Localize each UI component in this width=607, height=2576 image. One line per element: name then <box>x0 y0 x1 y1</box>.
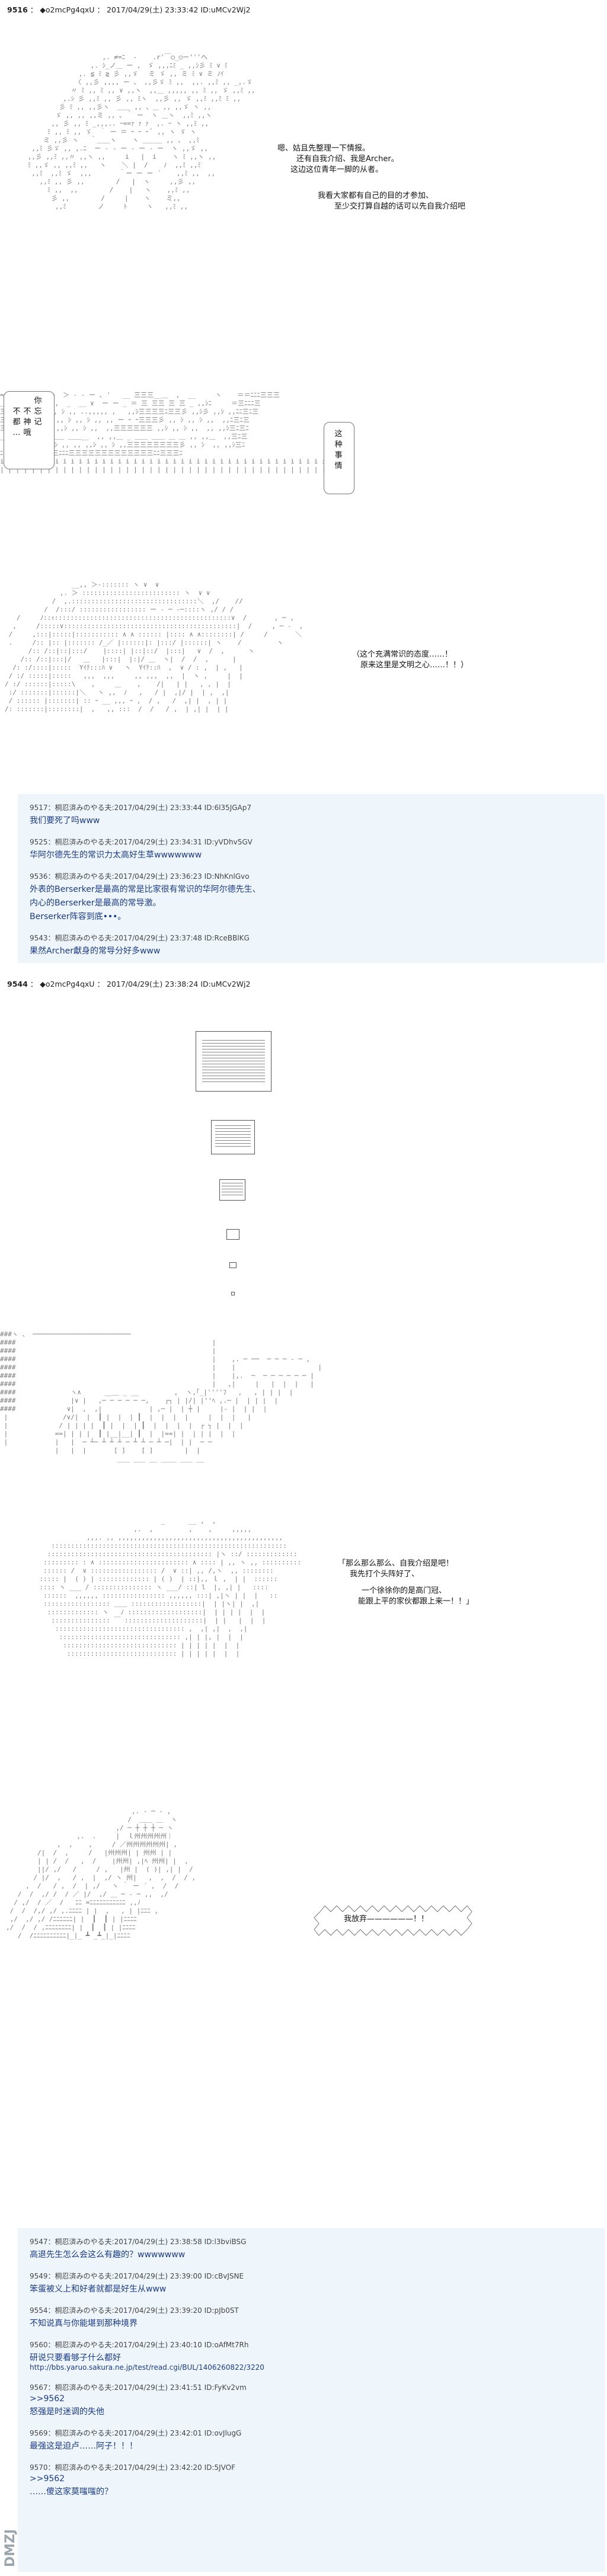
speech-archer-2: 我看大家都有自己的目的才参加、 至少交打算自越的话可以先自我介绍吧 <box>318 191 466 211</box>
zoom-frame-2 <box>211 1120 255 1154</box>
comment-9570: 9570：桐忍済みのやる夫:2017/04/29(土) 23:42:20 ID:… <box>30 2462 593 2497</box>
aa-panel-commonsense: __,, ＞‐::::::: ヽ ∨ ∨ ,. ＞ ::::::::::::::… <box>0 563 607 788</box>
site-watermark-logo: DMZJ <box>3 2529 39 2572</box>
aa-art-house: ###ヽ 、 ───────────────────────── #### | … <box>0 1330 322 1463</box>
zoom-frame-4 <box>226 1229 239 1240</box>
comments-block-a: 9517：桐忍済みのやる夫:2017/04/29(土) 23:33:44 ID:… <box>18 794 605 963</box>
post-number: 9544 <box>7 980 28 988</box>
aa-panel-group: ============== ＞ - ‐ ー ､ ' __ 三三三__＿ , _… <box>0 379 607 557</box>
vtext-left-2: 不 神 哦 <box>23 407 31 437</box>
comments-block-b: 9547：桐忍済みのやる夫:2017/04/29(土) 23:38:58 ID:… <box>18 2228 605 2572</box>
zoom-frame-5 <box>229 1262 237 1268</box>
zoom-frame-1 <box>196 1031 271 1092</box>
speech-box-right <box>324 422 354 494</box>
comment-9554: 9554：桐忍済みのやる夫:2017/04/29(土) 23:39:20 ID:… <box>30 2306 239 2328</box>
speech-archer-1: 嗯、姑且先整理一下情报。 还有自我介绍、我是Archer。 这边这位青年一脚的从… <box>277 144 399 174</box>
comment-9525: 9525：桐忍済みのやる夫:2017/04/29(土) 23:34:31 ID:… <box>30 838 253 860</box>
comment-9567: 9567：桐忍済みのやる夫:2017/04/29(土) 23:41:51 ID:… <box>30 2382 593 2417</box>
aa-panel-intro: _ __ , , ,. , , , ,,,,, ,,,. ,, ,,,,,,,,… <box>0 1517 607 1766</box>
comment-link[interactable]: http://bbs.yaruo.sakura.ne.jp/test/read.… <box>30 2363 264 2372</box>
post-id: ID:uMCv2Wj2 <box>200 980 251 988</box>
post-header-9544: 9544 ： ◆o2mcPg4qxU ： 2017/04/29(土) 23:38… <box>7 980 251 988</box>
vtext-left-3: 不 都 … <box>12 407 21 437</box>
speech-giveup: 我放弃——————！！ <box>344 1915 429 1924</box>
zoom-frame-6 <box>231 1292 235 1295</box>
aa-art-intro: _ __ , , ,. , , , ,,,,, ,,,. ,, ,,,,,,,,… <box>39 1517 301 1657</box>
comment-9549: 9549：桐忍済みのやる夫:2017/04/29(土) 23:39:00 ID:… <box>30 2272 244 2294</box>
aa-panel-zoom <box>0 996 607 1327</box>
zoom-frame-3 <box>219 1179 245 1201</box>
aa-panel-house: ###ヽ 、 ───────────────────────── #### | … <box>0 1330 607 1508</box>
comment-9560: 9560：桐忍済みのやる夫:2017/04/29(土) 23:40:10 ID:… <box>30 2340 593 2372</box>
vtext-right: 这 种 事 情 <box>334 430 343 471</box>
poster-name: ◆o2mcPg4qxU <box>40 980 95 988</box>
aa-art-archer: ,. ≠=ﾆ - .r'￣○_○ー'''ヘ ,. ｼ_ノ＿ ー , ゞ ,,,ﾆ… <box>27 53 255 210</box>
svg-text:DMZJ: DMZJ <box>4 2530 18 2567</box>
post-date: 2017/04/29(土) 23:38:24 <box>106 980 199 988</box>
post-header-9516: 9516 ： ◆o2mcPg4qxU ： 2017/04/29(土) 23:33… <box>7 5 251 14</box>
aa-panel-giveup: ,. - ─ - , / ＿＿ ＿ ヽ ,/ ─ ┼ ┼ ┼ ─ ヽ ,. . … <box>0 1772 607 2039</box>
reply-anchor[interactable]: >>9562 <box>30 2394 65 2404</box>
poster-name: ◆o2mcPg4qxU <box>40 5 95 14</box>
aa-art-crowd: __,, ＞‐::::::: ヽ ∨ ∨ ,. ＞ ::::::::::::::… <box>5 581 304 713</box>
post-id: ID:uMCv2Wj2 <box>200 5 251 14</box>
comment-9517: 9517：桐忍済みのやる夫:2017/04/29(土) 23:33:44 ID:… <box>30 804 251 825</box>
comment-9536: 9536：桐忍済みのやる夫:2017/04/29(土) 23:36:23 ID:… <box>30 872 261 921</box>
vtext-left-1: 你 忘 记 <box>34 396 42 427</box>
post-number: 9516 <box>7 5 28 14</box>
aa-panel-archer: ,. ≠=ﾆ - .r'￣○_○ー'''ヘ ,. ｼ_ノ＿ ー , ゞ ,,,ﾆ… <box>0 18 607 367</box>
reply-anchor[interactable]: >>9562 <box>30 2474 65 2484</box>
burst-bubble <box>314 1905 472 1936</box>
comment-9569: 9569：桐忍済みのやる夫:2017/04/29(土) 23:42:01 ID:… <box>30 2429 242 2451</box>
comment-9543: 9543：桐忍済みのやる夫:2017/04/29(土) 23:37:48 ID:… <box>30 934 250 956</box>
watermark-icon: DMZJ <box>3 2529 18 2567</box>
speech-box-left <box>4 391 55 469</box>
speech-intro: 「那么那么那么、自我介绍是吧！ 我先打个头阵好了、 一个徐徐你的是高门冠、 能跟… <box>338 1559 474 1606</box>
post-date: 2017/04/29(土) 23:33:42 <box>106 5 199 14</box>
speech-commonsense: （这个充满常识的态度……！ 原来这里是文明之心……！！） <box>352 650 469 670</box>
comment-9547: 9547：桐忍済みのやる夫:2017/04/29(土) 23:38:58 ID:… <box>30 2238 247 2260</box>
